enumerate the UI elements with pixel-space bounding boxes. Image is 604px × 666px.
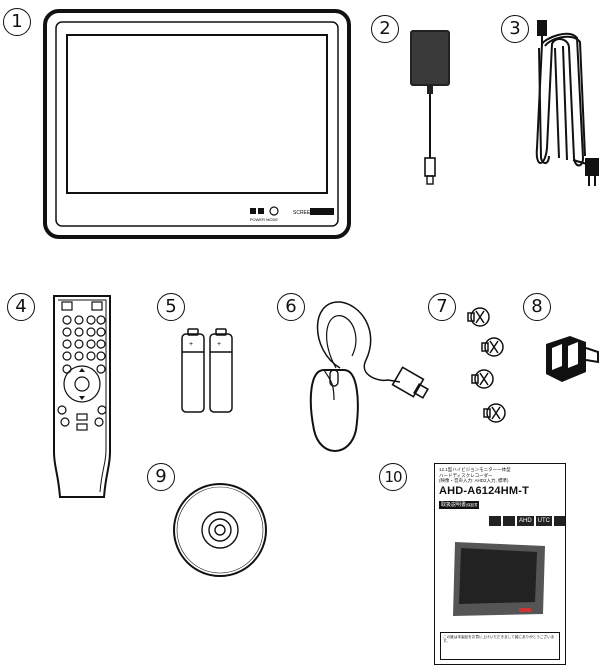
- manual-badge-icon-2: [503, 516, 515, 526]
- svg-text:+: +: [189, 341, 193, 348]
- callout-10: 10: [379, 463, 407, 491]
- manual-cover-monitor-image: [449, 536, 549, 622]
- manual-footer-note: この度は本製品をお買い上げいただきまして誠にありがとうございます。: [440, 632, 560, 660]
- callout-2: 2: [371, 15, 399, 43]
- power-cord-illustration: [525, 18, 604, 188]
- ac-adapter-illustration: [405, 28, 455, 188]
- manual-badge-icon-3: [554, 516, 566, 526]
- batteries-illustration: + +: [172, 326, 242, 414]
- manual-badge-utc: UTC: [536, 516, 552, 526]
- manual-badge-icon-1: [489, 516, 501, 526]
- monitor-button-labels: POWER MODE: [250, 217, 279, 222]
- manual-booklet: 12.1型ハイビジョンモニター一体型 ハードディスクレコーダー (映像・音声入力…: [434, 463, 566, 665]
- manual-doc-title: 取扱説明書(保証書付): [439, 501, 479, 509]
- svg-text:+: +: [217, 341, 221, 348]
- manual-badge-ahd: AHD: [517, 516, 534, 526]
- screws-illustration: [464, 305, 514, 435]
- bracket-illustration: [540, 330, 602, 385]
- remote-control-illustration: [48, 292, 116, 502]
- mouse-illustration: [300, 290, 435, 455]
- callout-8: 8: [523, 293, 551, 321]
- callout-1: 1: [3, 8, 31, 36]
- manual-model: AHD-A6124HM-T: [439, 485, 529, 497]
- cd-disc-illustration: [170, 480, 270, 580]
- manual-line-3: (映像・音声入力: AHD2入力, 標準): [439, 478, 559, 484]
- monitor-illustration: POWER MODE SCREEN: [42, 8, 352, 240]
- callout-5: 5: [157, 293, 185, 321]
- callout-4: 4: [7, 293, 35, 321]
